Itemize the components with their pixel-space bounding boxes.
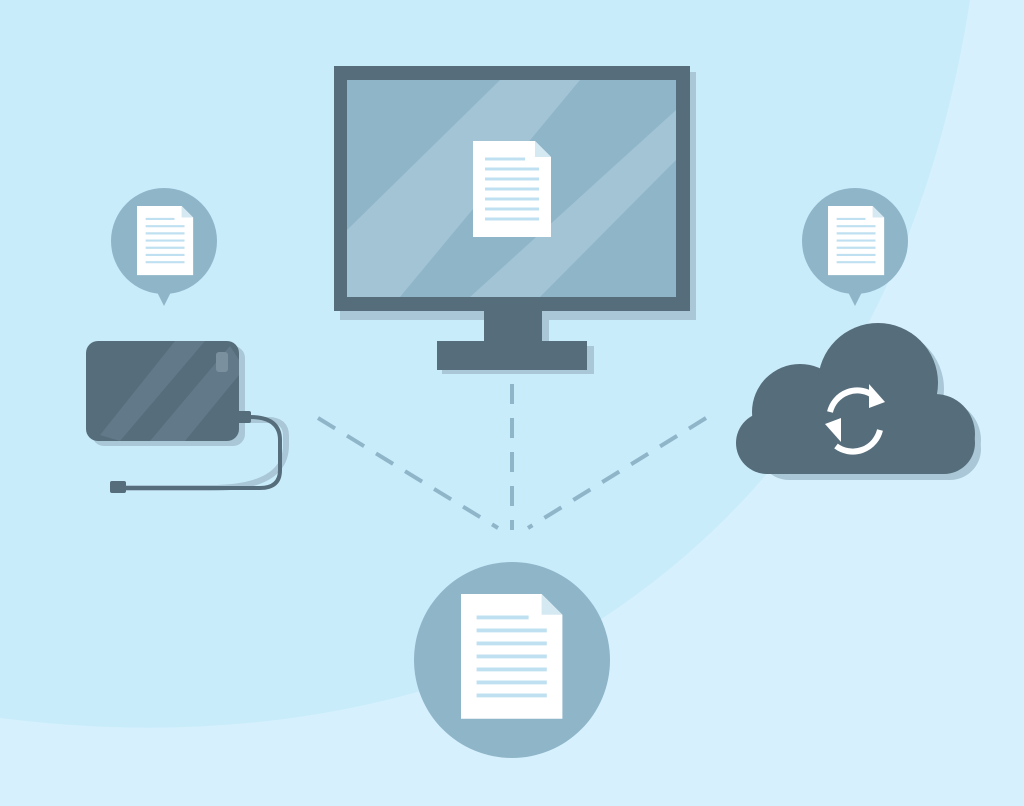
drive-document-bubble bbox=[111, 188, 217, 306]
cloud-sync-icon bbox=[736, 323, 981, 480]
connectors bbox=[316, 384, 708, 530]
connector-drive bbox=[316, 416, 500, 530]
screen-glare bbox=[347, 80, 676, 297]
external-hard-drive-icon bbox=[86, 341, 289, 493]
cloud-document-bubble bbox=[802, 188, 908, 306]
sync-arrows-icon bbox=[827, 387, 883, 455]
connector-cloud bbox=[526, 416, 708, 530]
document-icon bbox=[826, 204, 886, 277]
document-icon bbox=[459, 592, 565, 721]
central-file bbox=[414, 562, 610, 758]
desktop-monitor-icon bbox=[334, 66, 696, 374]
document-icon bbox=[471, 139, 553, 239]
document-icon bbox=[135, 204, 195, 277]
